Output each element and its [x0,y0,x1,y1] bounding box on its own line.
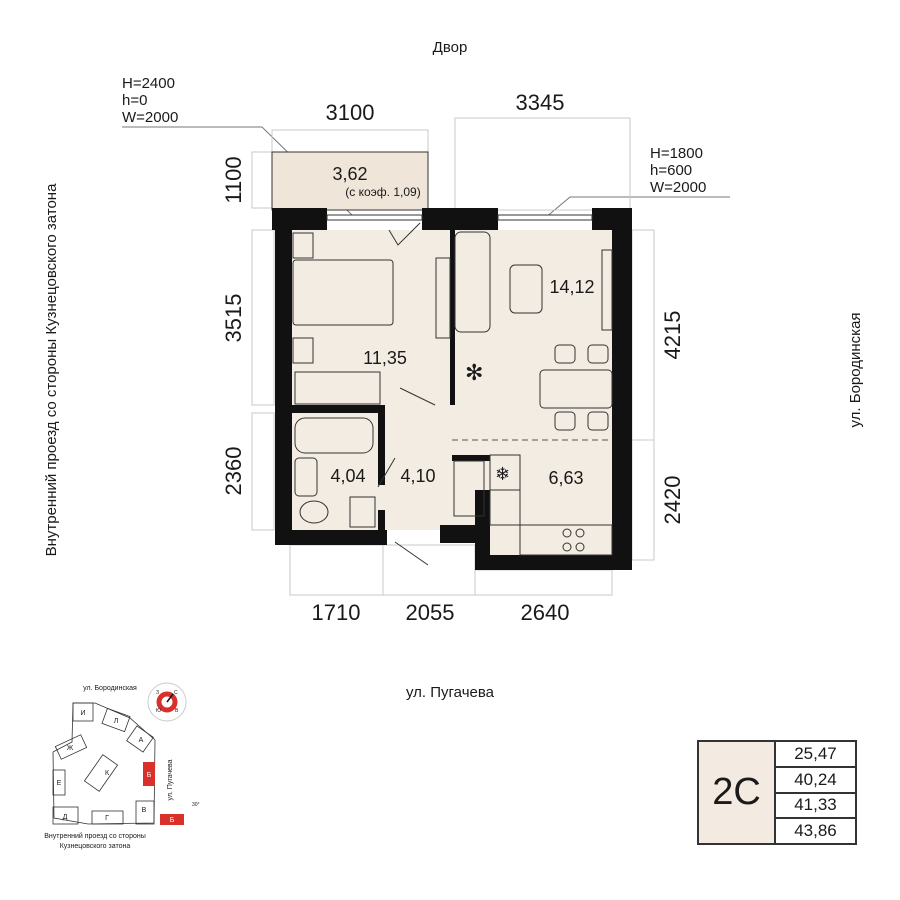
compass-icon: С З Ю В [147,682,187,722]
compass-s: Ю [156,708,161,714]
snowflake-icon: ❄ [495,464,510,484]
minimap-building: Б [170,817,175,824]
dim-top-living: 3345 [516,90,565,115]
summary-value: 41,33 [776,794,855,820]
minimap-building: Г [105,815,109,822]
summary-value: 40,24 [776,768,855,794]
window-spec-line: H=1800 [650,145,703,162]
bed [292,259,394,326]
walls [272,208,632,570]
dim-right-kitchen: 2420 [660,476,685,525]
chair [587,411,609,431]
bathroom-door[interactable] [377,457,396,488]
windows [326,214,593,221]
dim-bottom-hall: 2055 [406,600,455,625]
label-left-drive: Внутренний проезд со стороны Кузнецовско… [43,183,60,557]
minimap-building: Л [114,718,119,725]
nightstand [292,337,314,364]
tv-stand [435,257,451,339]
minimap-street-top: ул. Бородинская [83,685,137,692]
minimap-building: И [80,710,85,717]
compass-w: З [156,690,159,696]
compass-e: В [175,708,179,714]
entrance-door[interactable] [394,541,429,566]
chair [587,344,609,364]
minimap-building: Ж [67,745,74,752]
minimap-building: А [139,737,144,744]
coffee-table [509,264,543,314]
window-spec-line: H=2400 [122,75,175,92]
summary-value: 43,86 [794,821,837,841]
balcony-note: (с коэф. 1,09) [345,185,420,199]
balcony-floor [271,151,429,211]
dim-bottom-kitchen: 2640 [521,600,570,625]
bedroom-area: 11,35 [363,348,407,368]
sofa [454,231,491,333]
dim-left-bath: 2360 [221,447,246,496]
compass-n: С [174,690,178,696]
site-minimap: ул. Бородинская ул. Пугачева Внутренний … [44,682,200,850]
summary-value: 25,47 [776,742,855,768]
dim-right-living: 4215 [660,311,685,360]
plant-icon: ✻ [465,360,483,385]
dining-table [539,369,613,409]
window-spec-line: h=600 [650,162,692,179]
dim-left-balcony: 1100 [221,156,246,203]
minimap-building: К [105,770,110,777]
minimap-building: Д [63,814,68,821]
furniture [292,231,613,556]
hall-area: 4,10 [400,466,435,486]
label-bottom-street: ул. Пугачева [406,684,495,701]
kitchen-area: 6,63 [548,468,583,488]
kitchen-sink [489,489,521,526]
sink [294,457,318,497]
tv-unit [601,249,613,331]
bedroom-door[interactable] [399,387,436,406]
minimap-angle: 30° [192,802,200,808]
closet [453,460,485,517]
toilet [299,500,329,524]
chair [554,344,576,364]
dim-top-balcony: 3100 [326,100,375,125]
bathtub [294,417,374,454]
minimap-caption: Кузнецовского затона [60,843,131,850]
label-right-street: ул. Бородинская [847,312,864,427]
minimap-caption: Внутренний проезд со стороны [44,832,146,840]
minimap-street-right: ул. Пугачева [167,759,174,800]
label-top-yard: Двор [433,39,468,56]
apartment-summary-table: 2С 25,47 40,24 41,33 43,86 [697,740,857,845]
wardrobe [294,371,381,405]
chair [554,411,576,431]
window-spec-living: H=1800 h=600 W=2000 [544,145,730,219]
window-spec-line: W=2000 [650,179,706,196]
nightstand [292,232,314,259]
minimap-building: Е [57,780,62,787]
living-area: 14,12 [549,277,594,297]
window-spec-line: h=0 [122,92,147,109]
dim-left-bedroom: 3515 [221,294,246,343]
dim-bottom-bath: 1710 [312,600,361,625]
minimap-building: Б [147,772,152,779]
counter [519,524,613,556]
bathroom-area: 4,04 [330,466,365,486]
window-spec-line: W=2000 [122,109,178,126]
washing-machine [349,496,376,528]
minimap-building: В [142,807,147,814]
apartment-type: 2С [699,742,776,843]
balcony-area: 3,62 [332,164,367,184]
balcony-door[interactable] [388,222,421,246]
